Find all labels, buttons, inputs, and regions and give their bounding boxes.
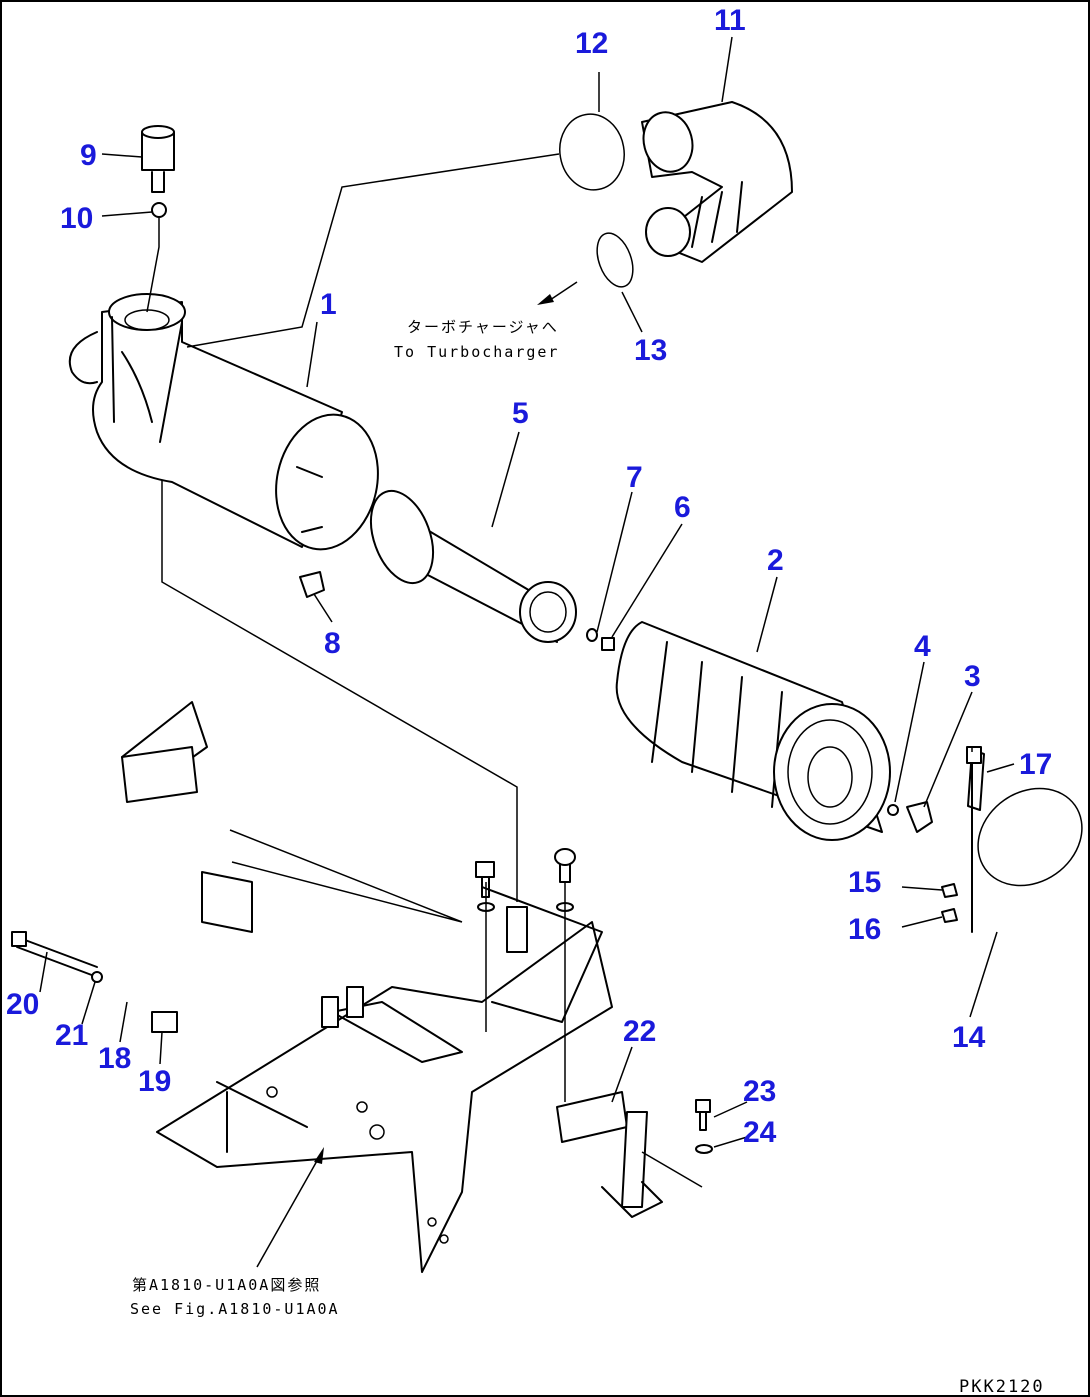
part-6-nut — [601, 637, 615, 651]
see-fig-note-en: See Fig.A1810-U1A0A — [130, 1300, 340, 1318]
callout-17: 17 — [1019, 748, 1052, 781]
bracket-bolts — [475, 848, 576, 912]
outer-element — [615, 621, 891, 841]
callout-11: 11 — [714, 4, 746, 37]
callout-19: 19 — [138, 1065, 171, 1098]
callout-18: 18 — [98, 1042, 131, 1075]
part-8-valve — [299, 571, 325, 598]
drawing-code: PKK2120 — [959, 1377, 1045, 1397]
callout-3: 3 — [964, 660, 981, 693]
turbo-arrow-head — [537, 294, 554, 305]
leader-lines — [39, 36, 1015, 1268]
part-13-clamp — [596, 232, 634, 288]
callout-24: 24 — [743, 1116, 777, 1149]
callout-1: 1 — [320, 288, 337, 321]
bracket-assembly — [121, 701, 613, 1273]
callout-12: 12 — [575, 27, 608, 60]
callout-23: 23 — [743, 1075, 776, 1108]
callout-16: 16 — [848, 913, 881, 946]
callout-7: 7 — [626, 461, 643, 494]
callout-22: 22 — [623, 1015, 656, 1048]
assembly-lines — [146, 153, 973, 1188]
callout-4: 4 — [914, 630, 931, 663]
callout-9: 9 — [80, 139, 97, 172]
see-fig-note-jp: 第A1810-U1A0A図参照 — [132, 1276, 321, 1294]
callout-5: 5 — [512, 397, 529, 430]
inner-element — [369, 489, 577, 643]
callout-20: 20 — [6, 988, 39, 1021]
band-assembly — [941, 746, 1083, 933]
left-bracket-parts — [11, 746, 198, 1033]
callout-numbers: 1 2 3 4 5 6 7 8 9 10 11 12 13 14 15 16 1… — [6, 4, 1052, 1149]
turbo-note-en: To Turbocharger — [394, 343, 559, 361]
part-7-seal — [586, 628, 598, 642]
callout-21: 21 — [55, 1019, 88, 1052]
callout-13: 13 — [634, 334, 667, 367]
intake-hose — [641, 101, 793, 263]
callout-14: 14 — [952, 1021, 986, 1054]
part-4-washer — [887, 804, 899, 816]
part-12-clamp — [559, 113, 625, 191]
stay-part-22 — [556, 1091, 663, 1218]
dust-indicator — [141, 125, 175, 193]
callout-8: 8 — [324, 627, 341, 660]
see-fig-arrow-head — [314, 1147, 324, 1164]
callout-6: 6 — [674, 491, 691, 524]
part-10-washer — [151, 202, 167, 218]
callout-10: 10 — [60, 202, 93, 235]
air-cleaner-body — [68, 293, 379, 551]
part-24-washer — [695, 1144, 713, 1154]
callout-2: 2 — [767, 544, 784, 577]
turbo-note-jp: ターボチャージャへ — [407, 318, 559, 336]
part-3-wing-nut — [906, 801, 933, 833]
callout-15: 15 — [848, 866, 881, 899]
part-23-bolt — [695, 1099, 711, 1131]
